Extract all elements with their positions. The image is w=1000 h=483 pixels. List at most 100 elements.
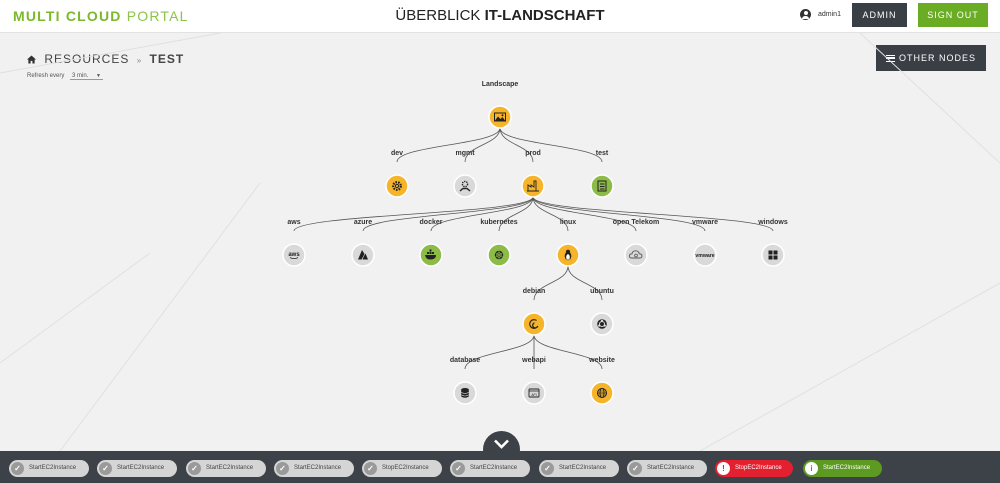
cloud-icon — [629, 250, 643, 259]
breadcrumb-root[interactable]: RESOURCES — [44, 52, 130, 66]
check-icon: ✓ — [629, 462, 642, 475]
ubuntu-logo-icon — [597, 319, 607, 329]
tree-edge — [532, 196, 569, 232]
tree-node-label: linux — [560, 219, 576, 226]
notification-chip[interactable]: ✓StartEC2Instance — [627, 460, 707, 477]
tree-node-windows[interactable]: windows — [757, 219, 788, 267]
notification-chip[interactable]: ✓StartEC2Instance — [186, 460, 266, 477]
notification-chip[interactable]: ✓ StartEC2Instance — [539, 460, 619, 477]
brand-logo[interactable]: MULTI CLOUD PORTAL — [13, 8, 189, 24]
tree-node-label: aws — [287, 219, 300, 226]
tree-node-circle[interactable] — [522, 381, 546, 405]
tree-edge — [532, 196, 637, 232]
notification-chip[interactable]: ! StopEC2Instance — [715, 460, 793, 477]
brand-name-bold: MULTI CLOUD — [13, 8, 122, 24]
notification-label: StartEC2Instance — [823, 465, 871, 471]
tree-edge — [498, 196, 534, 232]
tree-node-label: database — [450, 357, 480, 364]
vmware-logo-icon: vmware — [695, 253, 714, 259]
debian-swirl-icon — [529, 319, 539, 329]
refresh-label: Refresh every — [27, 73, 65, 79]
page-title-prefix: ÜBERBLICK — [395, 7, 481, 24]
tree-edge — [430, 196, 534, 232]
tree-node-circle[interactable] — [282, 243, 306, 267]
check-icon: ✓ — [364, 462, 377, 475]
sign-out-button[interactable]: SIGN OUT — [918, 3, 988, 27]
windows-logo-icon — [768, 250, 778, 260]
tree-node-circle[interactable] — [453, 174, 477, 198]
tree-node-docker[interactable]: docker — [419, 219, 443, 267]
tree-node-prod[interactable]: prod — [521, 150, 545, 198]
notification-chip[interactable]: ✓StartEC2Instance — [97, 460, 177, 477]
tree-node-circle[interactable] — [488, 105, 512, 129]
refresh-interval-select[interactable]: 3 min. ▼ — [70, 73, 103, 80]
aws-logo-icon: aws — [288, 252, 300, 259]
tree-node-dev[interactable]: dev — [385, 150, 409, 198]
tree-node-label: azure — [354, 219, 372, 226]
notification-chip[interactable]: ✓StopEC2Instance — [362, 460, 442, 477]
refresh-interval-value: 3 min. — [72, 73, 89, 79]
check-icon: ✓ — [541, 462, 554, 475]
notification-label: StartEC2Instance — [559, 465, 607, 471]
tree-node-test[interactable]: test — [590, 150, 614, 198]
notification-chip[interactable]: ✓StartEC2Instance — [450, 460, 530, 477]
tree-node-aws[interactable]: aws aws — [282, 219, 306, 267]
tree-node-label: windows — [757, 219, 788, 226]
alert-icon: ! — [717, 462, 730, 475]
tree-node-circle[interactable] — [522, 312, 546, 336]
tree-node-kubernetes[interactable]: kubernetes — [480, 219, 518, 267]
tree-node-mgmt[interactable]: mgmt — [453, 150, 477, 198]
api-icon: API — [528, 388, 540, 398]
image-icon — [494, 112, 506, 122]
notification-label: StopEC2Instance — [735, 465, 782, 471]
notification-chip[interactable]: ✓StartEC2Instance — [274, 460, 354, 477]
tree-node-ubuntu[interactable]: ubuntu — [590, 288, 614, 336]
tree-node-opentelekom[interactable]: open Telekom — [613, 219, 660, 267]
tree-node-label: prod — [525, 150, 541, 157]
azure-logo-icon — [358, 250, 368, 260]
notification-label: StartEC2Instance — [470, 465, 518, 471]
tree-edge — [499, 127, 603, 163]
tree-node-label: test — [596, 150, 609, 157]
breadcrumb-current: TEST — [149, 52, 185, 66]
tree-node-azure[interactable]: azure — [351, 219, 375, 267]
other-nodes-button[interactable]: OTHER NODES — [876, 45, 986, 71]
notification-label: StartEC2Instance — [294, 465, 342, 471]
tree-node-debian[interactable]: debian — [522, 288, 546, 336]
tree-edge — [293, 196, 534, 232]
tree-node-linux[interactable]: linux — [556, 219, 580, 267]
checklist-icon — [597, 180, 607, 192]
tree-node-database[interactable]: database — [450, 357, 480, 405]
admin-button[interactable]: ADMIN — [852, 3, 907, 27]
top-bar: MULTI CLOUD PORTAL ÜBERBLICK IT-LANDSCHA… — [0, 0, 1000, 33]
docker-whale-icon — [425, 249, 436, 260]
tree-node-website[interactable]: website — [588, 357, 615, 405]
username[interactable]: admin1 — [818, 11, 841, 18]
tree-edge — [533, 265, 569, 301]
tree-node-circle[interactable] — [761, 243, 785, 267]
globe-icon — [597, 388, 607, 398]
tree-edge — [532, 196, 774, 232]
resource-tree: Landscape dev mgmt prod test aws aws azure docke… — [0, 33, 1000, 451]
tree-node-circle[interactable] — [624, 243, 648, 267]
tree-node-label: debian — [523, 288, 546, 295]
tree-node-circle[interactable] — [385, 174, 409, 198]
breadcrumb-separator: » — [136, 56, 143, 65]
tree-edges — [293, 127, 774, 370]
tree-node-circle[interactable] — [693, 243, 717, 267]
gear-icon — [392, 181, 402, 191]
database-icon — [461, 388, 469, 398]
factory-icon — [527, 180, 539, 192]
home-icon[interactable] — [27, 55, 36, 64]
tree-node-landscape[interactable]: Landscape — [482, 81, 519, 129]
notification-chip[interactable]: ✓StartEC2Instance — [9, 460, 89, 477]
tree-edge — [464, 127, 501, 163]
background-lines — [0, 33, 1000, 451]
tree-nodes: Landscape dev mgmt prod test aws aws azure docke… — [282, 81, 788, 405]
tree-node-label: dev — [391, 150, 403, 157]
tree-edge — [567, 265, 603, 301]
svg-text:API: API — [531, 393, 536, 397]
